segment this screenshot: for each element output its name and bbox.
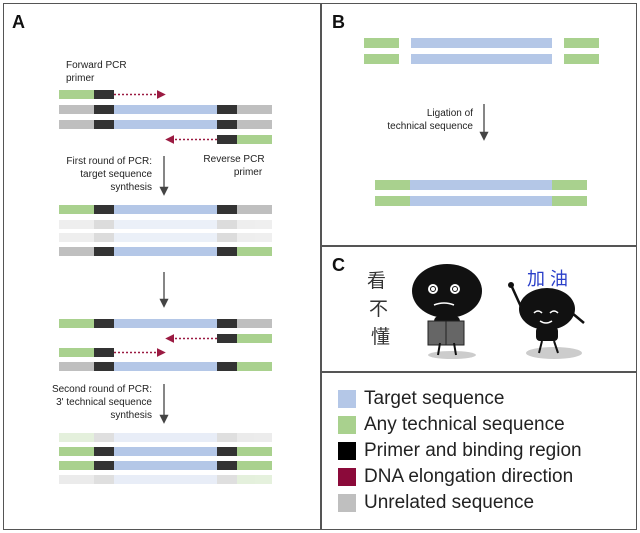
handwritten-char-3: 懂 [371, 326, 390, 348]
cheering-character-icon [508, 282, 585, 359]
first-round-label-line3: synthesis [110, 182, 152, 193]
panel-b-letter: B [332, 12, 345, 32]
faded-final-bottom [59, 475, 272, 484]
panel-b-diagram: Ligation of technical sequence [364, 38, 599, 206]
panel-a-diagram: Forward PCR primer [52, 60, 272, 484]
faded-template-bottom [59, 233, 272, 242]
forward-primer-label-line2: primer [66, 73, 95, 84]
handwritten-char-1: 看 [367, 270, 386, 292]
template-strand-bottom [59, 120, 272, 129]
ligated-product [375, 180, 587, 206]
faded-final-top [59, 433, 272, 442]
second-round-label-line3: synthesis [110, 410, 152, 421]
forward-primer-label-line1: Forward PCR [66, 60, 127, 71]
second-stage-forward-primer [59, 348, 166, 357]
second-round-label-line2: 3' technical sequence [56, 397, 152, 408]
legend-item-technical: Any technical sequence [338, 414, 565, 436]
legend-swatch-elongation [338, 468, 356, 486]
template-strand-top [59, 105, 272, 114]
panel-a-letter: A [12, 12, 25, 32]
legend-item-elongation: DNA elongation direction [338, 466, 573, 488]
faded-template-top [59, 220, 272, 229]
panel-c: C 看 不 懂 [321, 246, 637, 372]
legend-label-target: Target sequence [364, 388, 505, 409]
legend-label-elongation: DNA elongation direction [364, 466, 574, 487]
forward-primer-strand [59, 90, 166, 99]
legend-label-primer: Primer and binding region [364, 440, 582, 461]
panel-c-cartoon: 看 不 懂 [367, 264, 585, 359]
legend-swatch-technical [338, 416, 356, 434]
first-round-product-bottom [59, 247, 272, 256]
handwritten-char-2: 不 [369, 299, 388, 320]
legend-swatch-unrelated [338, 494, 356, 512]
ligation-label-line1: Ligation of [427, 108, 473, 119]
unligated-fragments [364, 38, 599, 64]
second-stage-strand-1 [59, 319, 272, 328]
reverse-primer-strand [165, 135, 272, 144]
legend-item-target: Target sequence [338, 388, 505, 410]
handwritten-cheer-text: 加 油 [527, 269, 568, 289]
legend-item-primer: Primer and binding region [338, 440, 582, 462]
second-stage-strand-2 [59, 362, 272, 371]
panel-a: A Forward PCR primer [3, 3, 321, 530]
legend-label-technical: Any technical sequence [364, 414, 565, 435]
legend-item-unrelated: Unrelated sequence [338, 492, 534, 514]
first-round-product-top [59, 205, 272, 214]
panel-b: B Ligation of technical sequence [321, 3, 637, 246]
legend-label-unrelated: Unrelated sequence [364, 492, 535, 513]
legend-swatch-target [338, 390, 356, 408]
second-round-label-line1: Second round of PCR: [52, 384, 152, 395]
second-stage-reverse-primer [165, 334, 272, 343]
reverse-primer-label-line1: Reverse PCR [203, 154, 264, 165]
legend-panel: Target sequence Any technical sequence P… [321, 372, 637, 530]
reverse-primer-label-line2: primer [234, 167, 263, 178]
first-round-label-line2: target sequence [80, 169, 152, 180]
panel-c-letter: C [332, 255, 345, 275]
final-product-bottom [59, 461, 272, 470]
confused-character-icon [412, 264, 482, 359]
final-product-top [59, 447, 272, 456]
legend-swatch-primer [338, 442, 356, 460]
ligation-label-line2: technical sequence [387, 121, 473, 132]
first-round-label-line1: First round of PCR: [66, 156, 152, 167]
